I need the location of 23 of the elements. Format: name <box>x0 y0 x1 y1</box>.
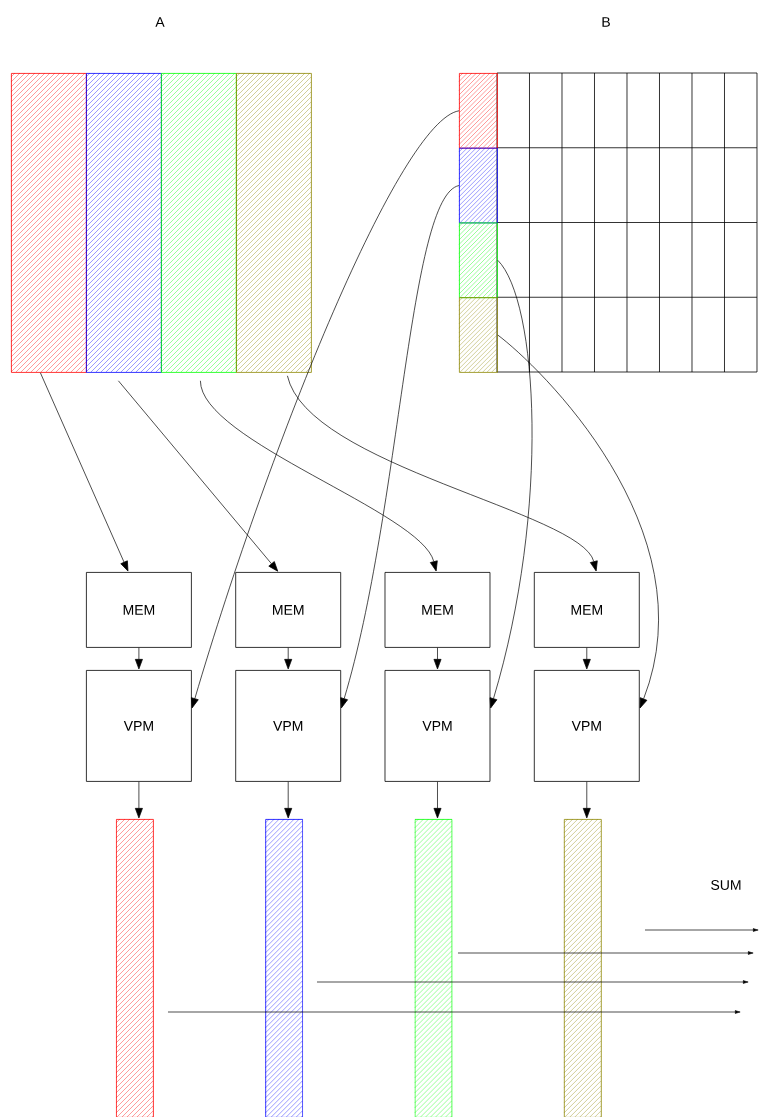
hatched-cell <box>458 222 498 299</box>
memory-box: MEM <box>533 572 640 648</box>
processor-box: VPM <box>384 670 491 782</box>
hatched-column <box>115 818 154 1117</box>
hatched-column <box>265 818 304 1117</box>
memory-box: MEM <box>86 572 192 648</box>
hatched-cell <box>458 147 498 224</box>
hatched-column <box>10 72 87 373</box>
matrix-label: A <box>155 17 165 27</box>
processor-box: VPM <box>86 670 192 782</box>
processor-box: VPM <box>235 670 342 782</box>
processor-box: VPM <box>533 670 640 782</box>
matrix-label: B <box>602 17 610 27</box>
hatched-column <box>85 72 162 373</box>
hatched-column <box>563 818 602 1117</box>
memory-box: MEM <box>235 572 342 648</box>
hatched-cell <box>458 72 498 149</box>
hatched-column <box>414 818 453 1117</box>
hatched-column <box>235 72 312 373</box>
hatched-column <box>160 72 237 373</box>
sum-label: SUM <box>711 880 741 890</box>
hatched-cell <box>458 297 498 373</box>
memory-box: MEM <box>384 572 491 648</box>
